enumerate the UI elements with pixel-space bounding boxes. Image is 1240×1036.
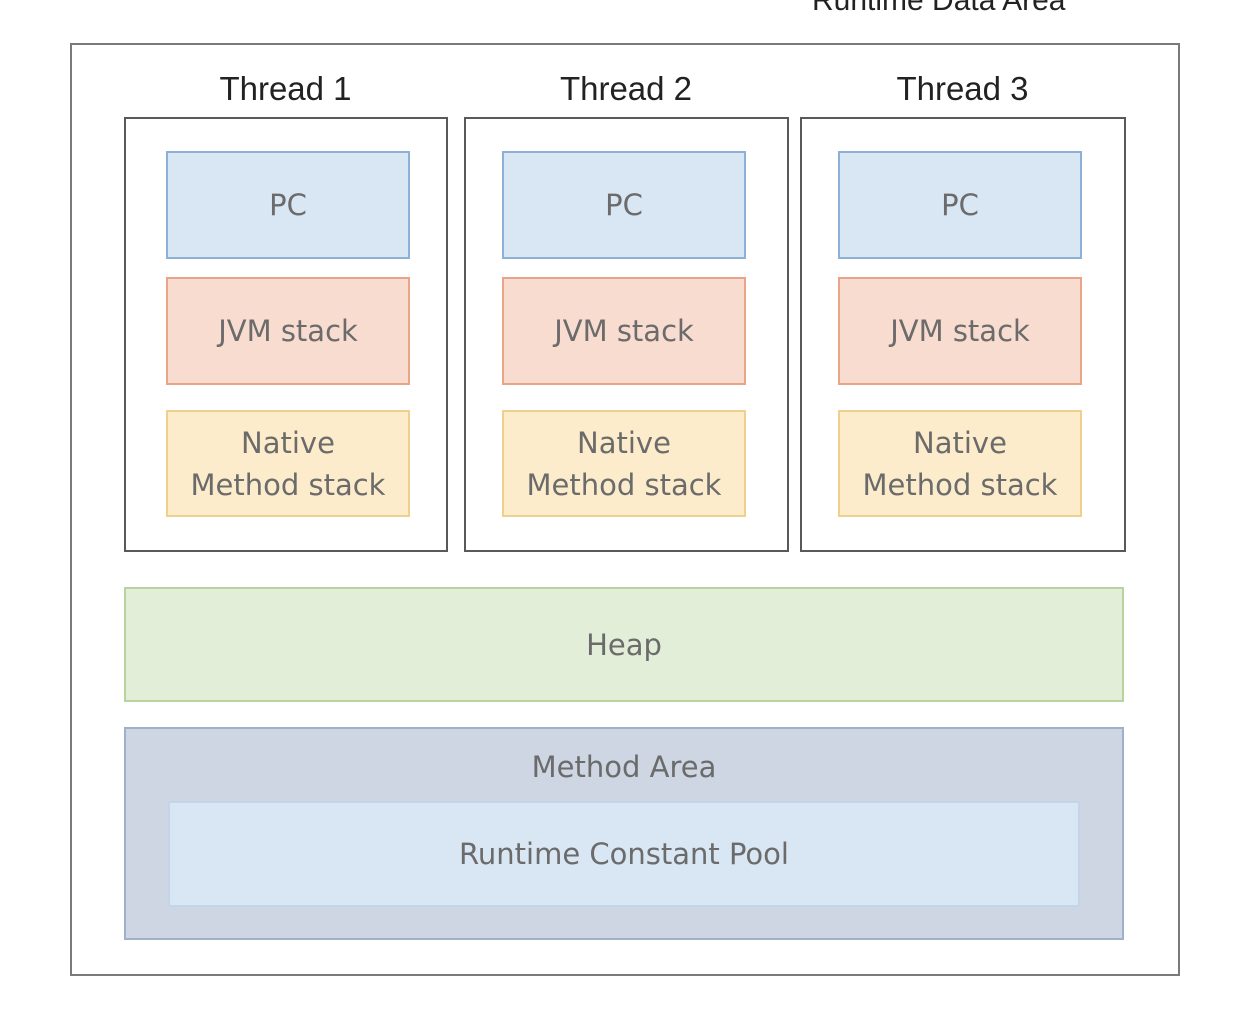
thread-2-label: Thread 2 [559, 70, 693, 107]
runtime-data-area-title: Runtime Data Area [812, 0, 1066, 17]
thread-2-pc-block: PC [502, 151, 746, 259]
thread-1-jvm-stack-block: JVM stack [166, 277, 410, 385]
thread-2-native-method-stack-block: Native Method stack [502, 410, 746, 517]
method-area-label: Method Area [531, 750, 717, 784]
thread-3-native-method-stack-block: Native Method stack [838, 410, 1082, 517]
thread-1-native-method-stack-block: Native Method stack [166, 410, 410, 517]
thread-3-label: Thread 3 [896, 70, 1029, 107]
thread-3-jvm-stack-block: JVM stack [838, 277, 1082, 385]
thread-1-label: Thread 1 [219, 70, 352, 107]
thread-3-pc-block: PC [838, 151, 1082, 259]
runtime-constant-pool-block: Runtime Constant Pool [168, 801, 1080, 907]
heap-block: Heap [124, 587, 1124, 702]
thread-2-jvm-stack-block: JVM stack [502, 277, 746, 385]
thread-1-pc-block: PC [166, 151, 410, 259]
method-area-block: Method Area Runtime Constant Pool [124, 727, 1124, 940]
